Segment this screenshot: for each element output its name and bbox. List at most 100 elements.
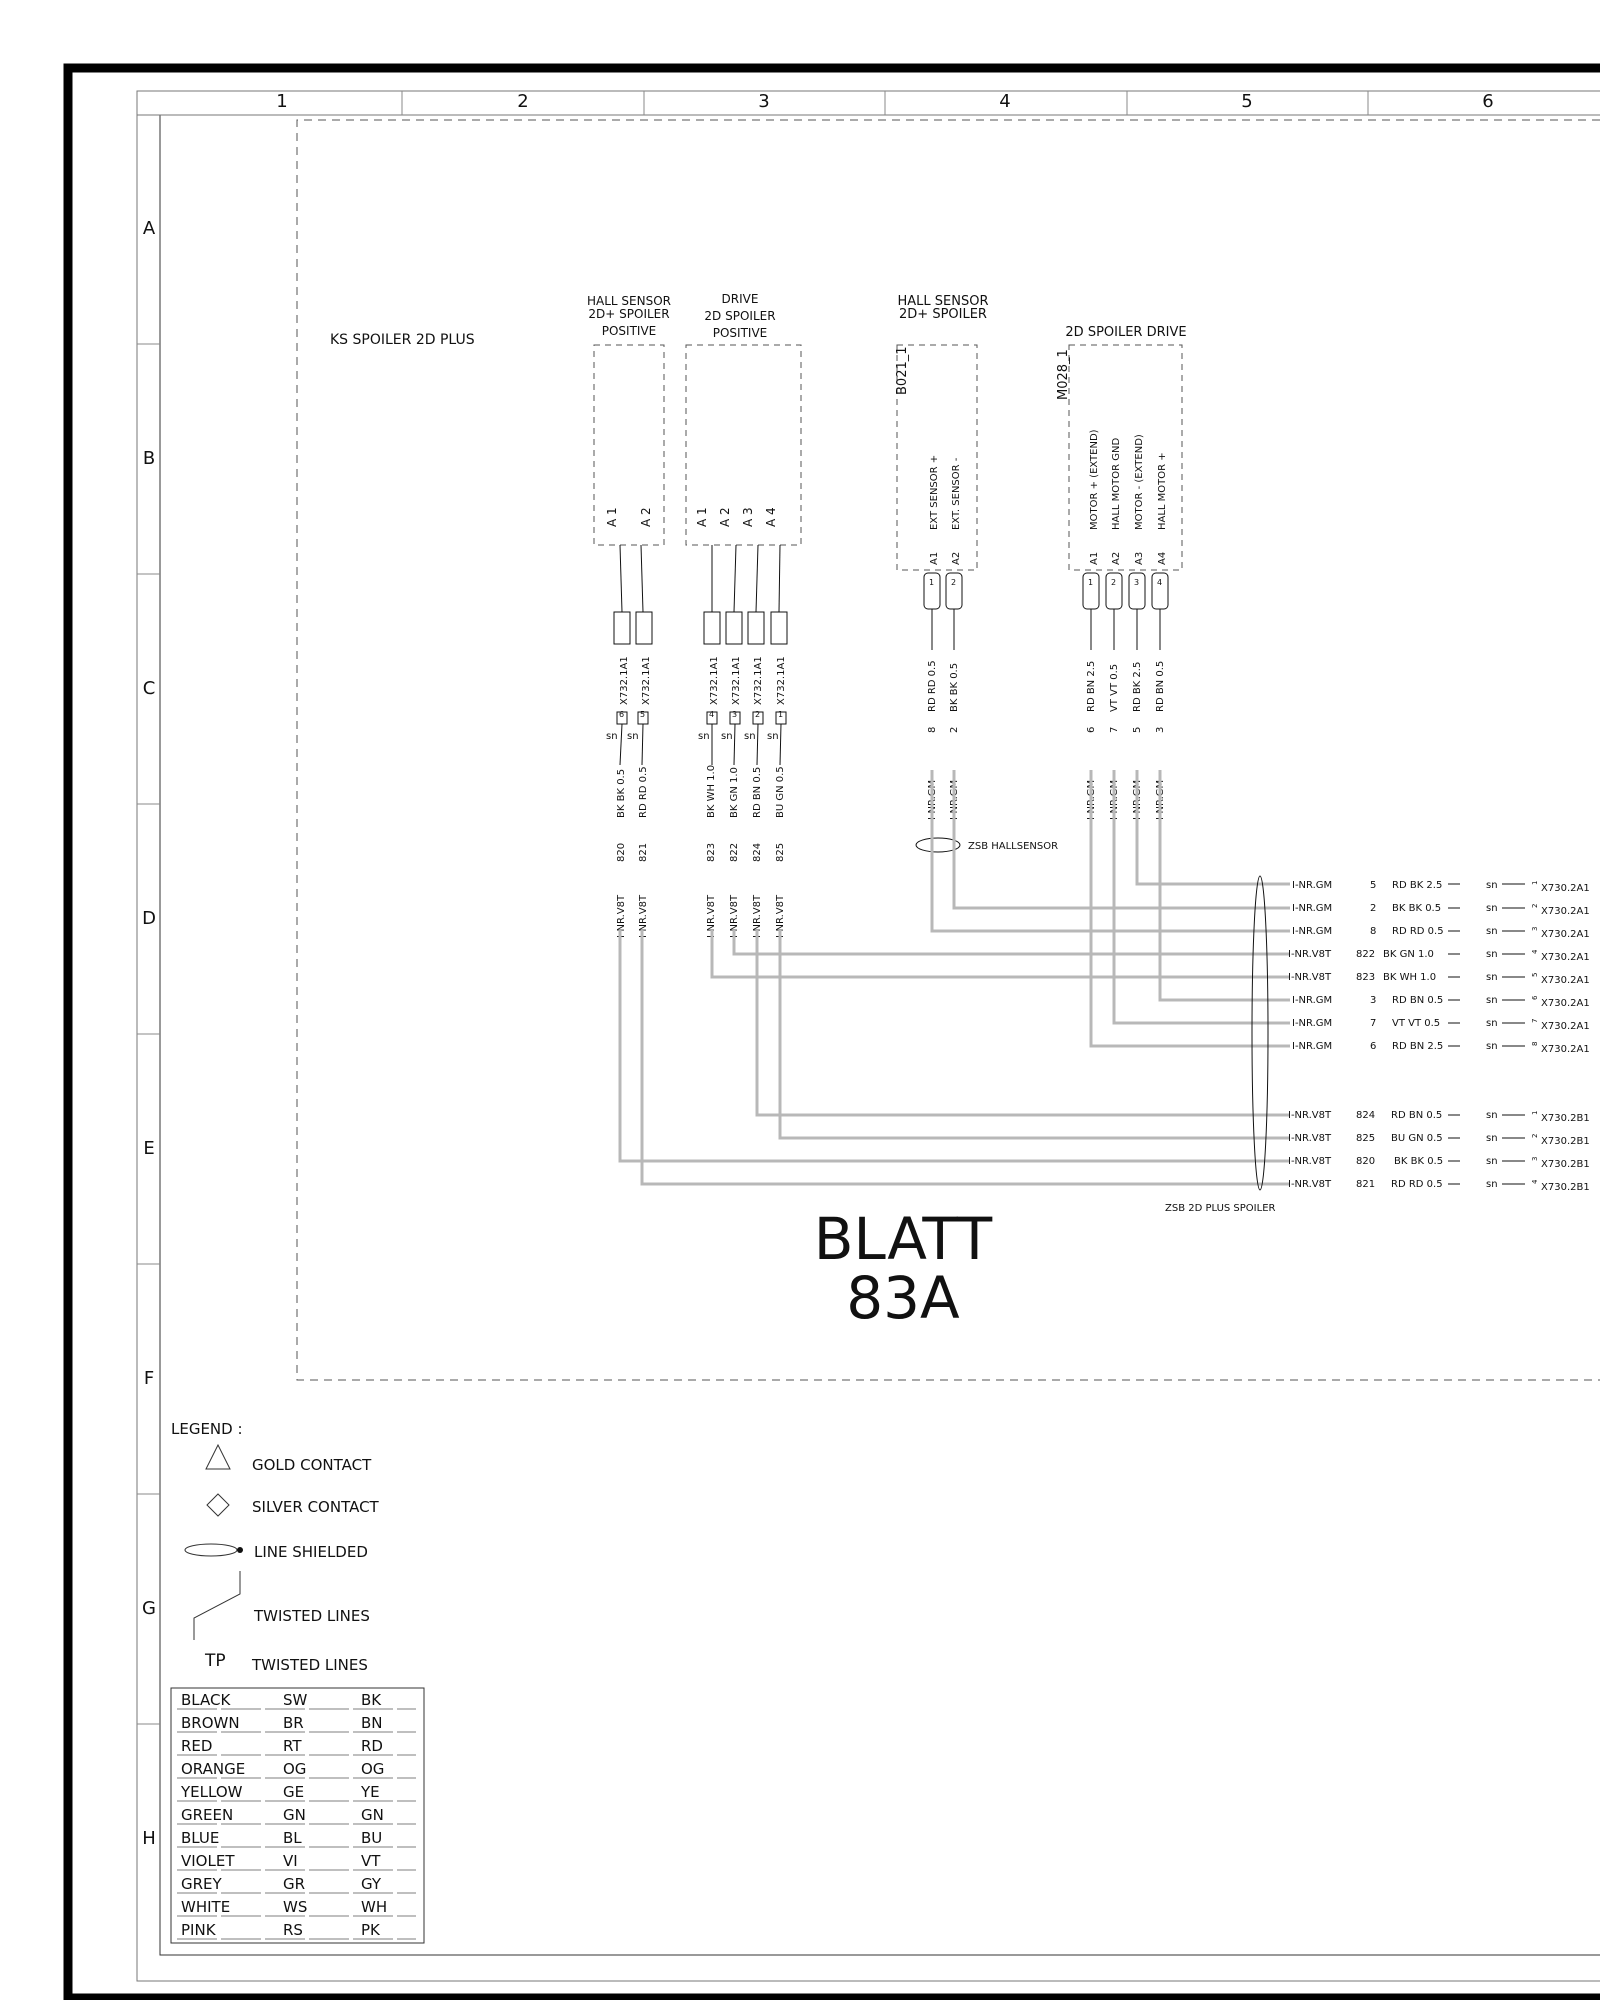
color-code-en: OG — [361, 1760, 384, 1778]
harness-wire: RD BN 0.5 — [1392, 995, 1443, 1006]
color-code-en: VT — [361, 1852, 381, 1870]
component-title-line: 2D SPOILER — [704, 309, 775, 323]
color-name: ORANGE — [181, 1760, 245, 1778]
color-name: WHITE — [181, 1898, 230, 1916]
wire-label: RD BN 0.5 — [1155, 661, 1166, 712]
sn-label: sn — [698, 731, 710, 742]
color-code-de: BR — [283, 1714, 304, 1732]
wire-label: BK BK 0.5 — [949, 663, 960, 712]
signal-label: EXT. SENSOR - — [951, 457, 962, 530]
component-box — [685, 344, 802, 546]
row-label: E — [143, 1138, 154, 1159]
component-title-line: 2D+ SPOILER — [588, 307, 669, 321]
harness-cable: I-NR.GM — [1292, 926, 1332, 937]
harness-conn: X730.2A1 — [1541, 998, 1590, 1009]
color-code-en: BU — [361, 1829, 382, 1847]
row-label: D — [142, 908, 156, 929]
legend-item: GOLD CONTACT — [252, 1456, 372, 1474]
harness-cable: I-NR.GM — [1292, 880, 1332, 891]
harness-sn: sn — [1486, 1018, 1498, 1029]
color-code-de: VI — [283, 1852, 298, 1870]
color-code-de: BL — [283, 1829, 302, 1847]
color-table — [170, 1687, 425, 1944]
sheet-border — [63, 63, 1600, 2000]
harness-wire-id: 822 — [1356, 949, 1375, 960]
column-label: 3 — [758, 91, 769, 112]
harness-cable: I-NR.GM — [1292, 1018, 1332, 1029]
harness-conn: X730.2A1 — [1541, 1021, 1590, 1032]
silver-contact-icon — [206, 1493, 230, 1517]
wire-label: RD RD 0.5 — [638, 766, 649, 818]
component-box — [896, 344, 978, 571]
wire-label: RD BN 0.5 — [752, 767, 763, 818]
terminal-number: 4 — [1157, 578, 1162, 587]
harness-wire: RD RD 0.5 — [1392, 926, 1444, 937]
harness-conn: X730.2A1 — [1541, 883, 1590, 894]
wire-label: RD RD 0.5 — [927, 660, 938, 712]
harness-wire: BK BK 0.5 — [1392, 903, 1441, 914]
harness-conn: X730.2B1 — [1541, 1136, 1590, 1147]
harness-cable: I-NR.V8T — [1288, 972, 1332, 983]
component-box — [593, 344, 665, 546]
harness-sn: sn — [1486, 1179, 1498, 1190]
harness-wire: VT VT 0.5 — [1392, 1018, 1440, 1029]
color-code-de: RT — [283, 1737, 302, 1755]
cable-type: I-NR.V8T — [752, 894, 763, 938]
harness-wire: RD BK 2.5 — [1392, 880, 1442, 891]
terminal-caps — [923, 572, 1169, 610]
harness-wire-id: 8 — [1370, 926, 1376, 937]
grid-frame — [136, 90, 1600, 1982]
harness-wire: BK WH 1.0 — [1383, 972, 1436, 983]
pos-wire-stubs — [619, 544, 781, 613]
component-title-line: POSITIVE — [602, 324, 657, 338]
tp-label: TP — [204, 1651, 226, 1671]
wire-id: 822 — [729, 843, 740, 862]
harness-conn: X730.2A1 — [1541, 975, 1590, 986]
gold-contact-icon — [205, 1443, 231, 1470]
harness-pin: 1 — [1531, 881, 1539, 885]
pin-label: A 4 — [764, 507, 778, 527]
legend-item: LINE SHIELDED — [254, 1543, 368, 1561]
wire-id: 6 — [1086, 727, 1097, 733]
harness-cable: I-NR.V8T — [1288, 1133, 1332, 1144]
harness-wire: RD BN 0.5 — [1391, 1110, 1442, 1121]
terminal-squares — [616, 711, 787, 725]
terminal-number: 2 — [951, 578, 956, 587]
sn-label: sn — [606, 731, 618, 742]
terminal-position: 4 — [709, 710, 714, 719]
harness-wire: BK BK 0.5 — [1394, 1156, 1443, 1167]
harness-pin: 4 — [1531, 1179, 1539, 1184]
color-name: BLUE — [181, 1829, 219, 1847]
color-code-de: GE — [283, 1783, 304, 1801]
shielded-line-icon — [184, 1543, 238, 1557]
harness-shield — [1251, 875, 1269, 1191]
terminal-number: 1 — [929, 578, 934, 587]
harness-wire-id: 7 — [1370, 1018, 1376, 1029]
harness-wire-id: 5 — [1370, 880, 1376, 891]
color-name: PINK — [181, 1921, 217, 1939]
connector-label: X732.1A1 — [619, 656, 630, 705]
pin-label: A1 — [1089, 552, 1100, 565]
harness-pin: 3 — [1531, 927, 1539, 931]
harness-sn: sn — [1486, 1041, 1498, 1052]
wire-label: BK BK 0.5 — [616, 769, 627, 818]
pin-label: A4 — [1157, 552, 1168, 565]
wire-label: BK GN 1.0 — [729, 767, 740, 818]
wire-label: BU GN 0.5 — [775, 766, 786, 818]
harness-shield-label: ZSB 2D PLUS SPOILER — [1165, 1203, 1276, 1214]
wire-id: 820 — [616, 843, 627, 862]
terminal-number: 2 — [1111, 578, 1116, 587]
signal-label: EXT SENSOR + — [929, 455, 940, 530]
row-label: A — [143, 218, 156, 239]
harness-wire-id: 2 — [1370, 903, 1376, 914]
terminal-position: 5 — [640, 710, 645, 719]
harness-pin: 6 — [1531, 995, 1539, 1000]
color-name: RED — [181, 1737, 212, 1755]
wire-id: 823 — [706, 843, 717, 862]
terminal-number: 1 — [1088, 578, 1093, 587]
wire-id: 2 — [949, 727, 960, 733]
wire-id: 5 — [1132, 727, 1143, 733]
harness-cable: I-NR.V8T — [1288, 1179, 1332, 1190]
color-code-de: WS — [283, 1898, 307, 1916]
